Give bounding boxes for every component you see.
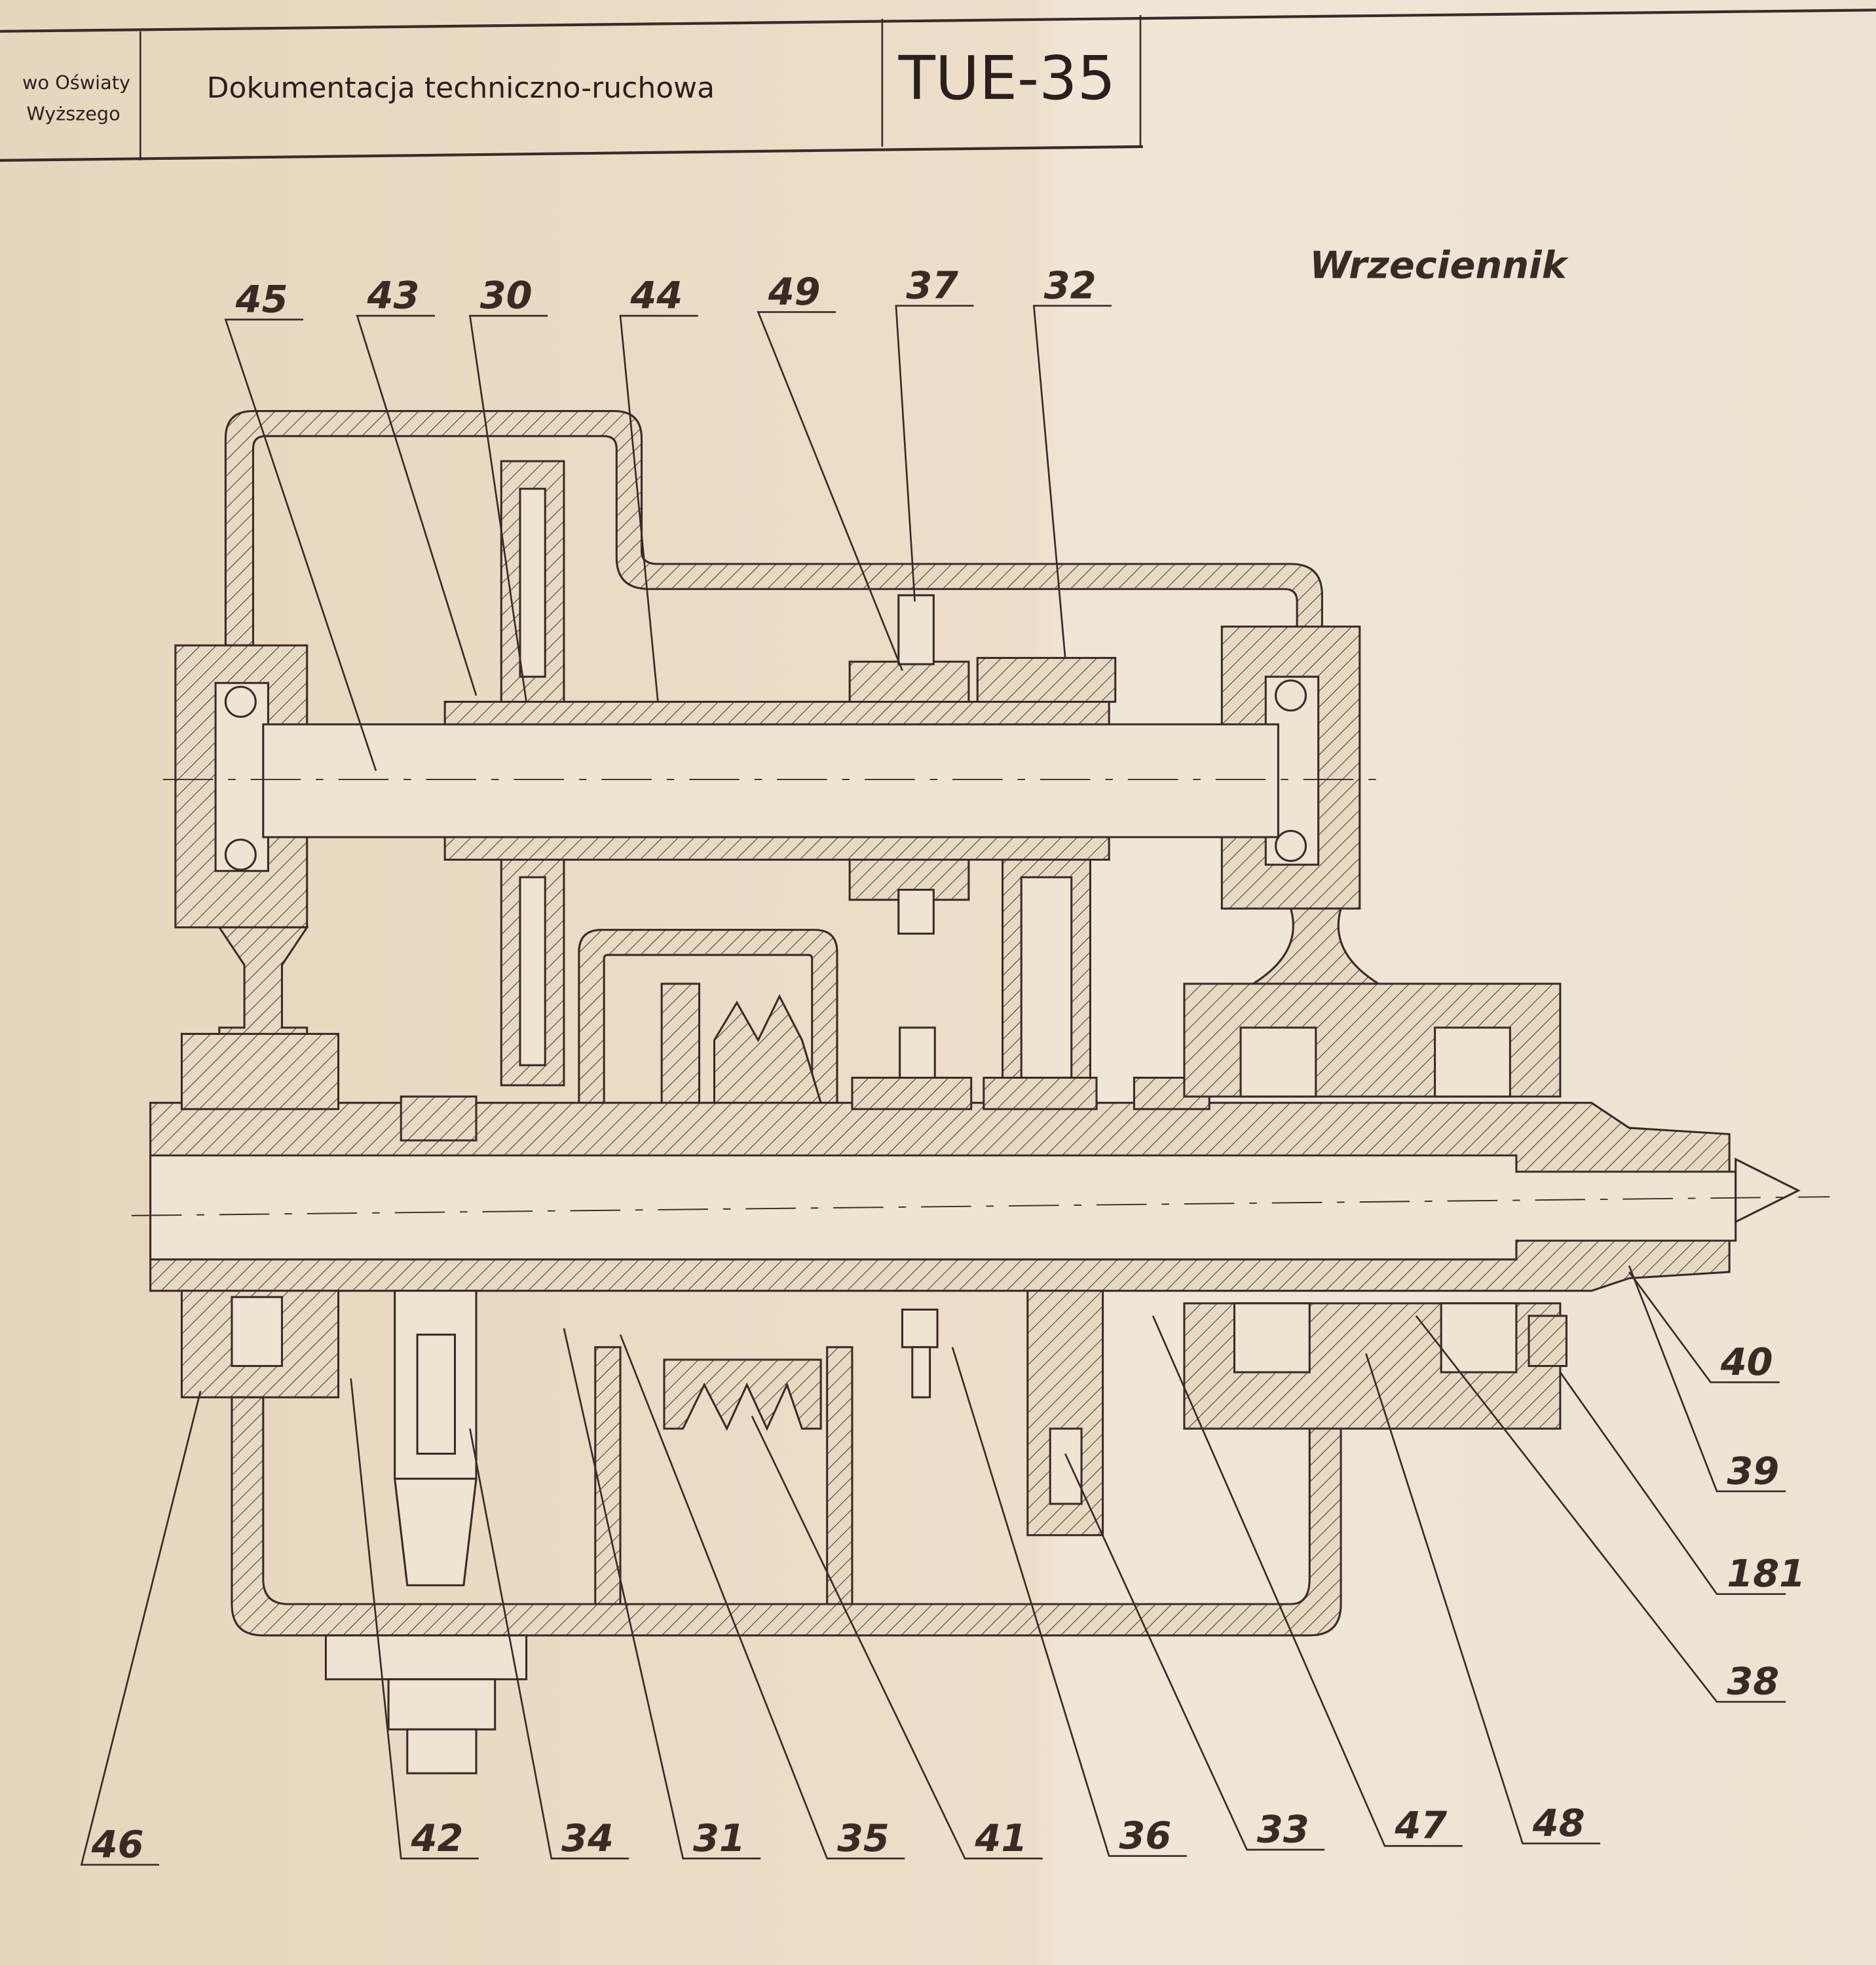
part-number-label: 41 bbox=[974, 1816, 1027, 1860]
leader-line bbox=[468, 314, 548, 702]
leader-line bbox=[1365, 1353, 1601, 1844]
leader-line bbox=[1628, 1265, 1786, 1493]
part-number-label: 39 bbox=[1727, 1449, 1779, 1493]
leader-line bbox=[224, 318, 377, 772]
part-number-label: 181 bbox=[1727, 1552, 1805, 1596]
leader-line bbox=[1032, 305, 1112, 658]
part-number-label: 37 bbox=[906, 263, 958, 307]
leader-line bbox=[1559, 1372, 1786, 1596]
leader-line bbox=[619, 1334, 905, 1860]
part-number-label: 43 bbox=[367, 274, 420, 318]
part-number-label: 48 bbox=[1532, 1801, 1585, 1845]
title-block: wo Oświaty Wyższego Dokumentacja technic… bbox=[0, 9, 1876, 162]
part-number-label: 47 bbox=[1394, 1804, 1447, 1848]
main-spindle bbox=[131, 1076, 1830, 1292]
part-number-label: 35 bbox=[837, 1816, 890, 1860]
leader-line bbox=[951, 1347, 1187, 1857]
part-number-label: 31 bbox=[693, 1816, 745, 1860]
document-type: Dokumentacja techniczno-ruchowa bbox=[207, 71, 715, 105]
part-number-label: 40 bbox=[1720, 1340, 1773, 1384]
front-bearing-housing bbox=[1183, 982, 1567, 1430]
gear-32 bbox=[976, 656, 1117, 703]
leader-line bbox=[895, 305, 974, 602]
leader-line bbox=[1152, 1315, 1463, 1847]
part-number-label: 45 bbox=[235, 277, 288, 321]
leader-line bbox=[350, 1378, 479, 1860]
part-number-label: 32 bbox=[1044, 263, 1097, 307]
title-block-bottom-border bbox=[0, 145, 1143, 162]
upper-housing bbox=[174, 410, 1382, 1060]
center-point bbox=[1735, 1157, 1801, 1224]
part-number-label: 42 bbox=[411, 1816, 464, 1860]
part-number-label: 46 bbox=[91, 1822, 144, 1866]
part-number-label: 34 bbox=[561, 1816, 614, 1860]
shift-pin-37 bbox=[897, 594, 935, 665]
machine-model: TUE-35 bbox=[898, 43, 1116, 113]
countershaft-45 bbox=[162, 460, 1391, 1087]
leader-line bbox=[469, 1428, 629, 1860]
ministry-line-2: Wyższego bbox=[26, 103, 120, 125]
rear-bearing bbox=[180, 1032, 340, 1398]
leader-line bbox=[619, 314, 698, 702]
part-number-label: 36 bbox=[1119, 1814, 1171, 1858]
drawing-title: Wrzeciennik bbox=[1309, 244, 1569, 288]
lower-housing bbox=[231, 1290, 1342, 1774]
part-number-label: 44 bbox=[629, 274, 683, 318]
leader-line bbox=[751, 1415, 1043, 1860]
leader-line bbox=[1415, 1315, 1786, 1703]
part-labels: 45 43 30 44 49 37 32 40 39 181 38 46 42 34 31 35 41 36 33 4… bbox=[80, 263, 1805, 1866]
pulley-housing bbox=[578, 929, 936, 1104]
leader-line bbox=[1064, 1453, 1325, 1851]
pulley-35 bbox=[713, 994, 823, 1104]
part-number-label: 30 bbox=[480, 274, 533, 318]
leader-line bbox=[563, 1328, 761, 1860]
leader-line bbox=[356, 314, 478, 696]
leader-line bbox=[1628, 1271, 1780, 1383]
leader-line bbox=[757, 311, 903, 671]
ministry-line-1: wo Oświaty bbox=[22, 71, 130, 94]
part-number-label: 38 bbox=[1727, 1660, 1779, 1704]
part-number-label: 49 bbox=[768, 270, 821, 314]
leader-line bbox=[80, 1391, 202, 1866]
part-number-label: 33 bbox=[1257, 1807, 1309, 1851]
title-block-top-border bbox=[0, 9, 1876, 33]
seal-181 bbox=[1528, 1315, 1567, 1367]
